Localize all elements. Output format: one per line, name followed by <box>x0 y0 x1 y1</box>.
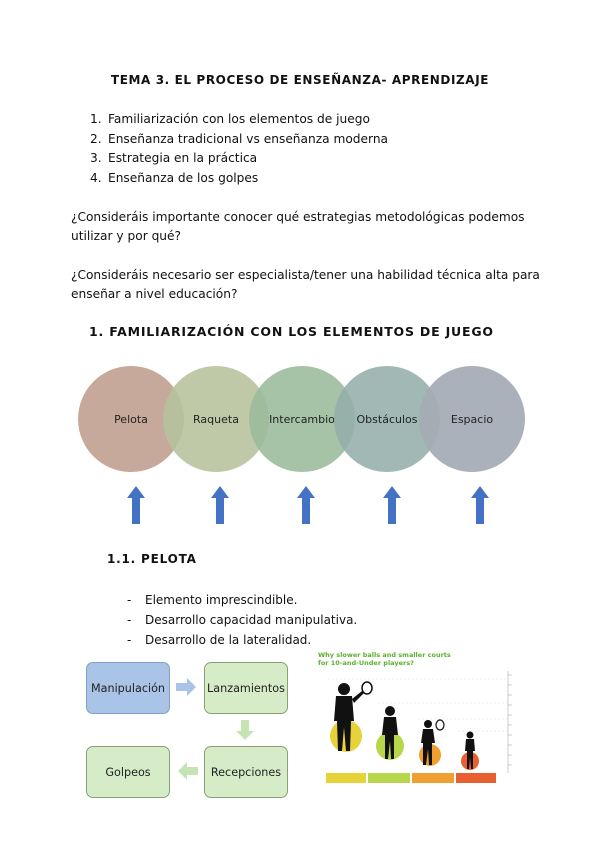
tennis-progression-infographic: Why slower balls and smaller courts for … <box>318 651 531 789</box>
box-recepciones: Recepciones <box>204 746 288 798</box>
left-arrow-icon <box>178 762 198 780</box>
height-scale <box>507 671 512 773</box>
player-silhouettes <box>334 681 475 769</box>
ball-skills-flow-diagram: Manipulación Lanzamientos Recepciones Go… <box>86 662 296 802</box>
toc-item: 4.Enseñanza de los golpes <box>90 170 259 185</box>
bullet-list: -Elemento imprescindible. -Desarrollo ca… <box>127 590 357 650</box>
question-strategies: ¿Consideráis importante conocer qué estr… <box>71 210 525 243</box>
up-arrow-icon <box>471 486 489 524</box>
list-item: -Desarrollo capacidad manipulativa. <box>127 613 358 627</box>
list-item: -Elemento imprescindible. <box>127 593 298 607</box>
page-title: TEMA 3. EL PROCESO DE ENSEÑANZA- APRENDI… <box>110 73 490 87</box>
height-comparison-figure <box>326 671 512 783</box>
toc-item: 2.Enseñanza tradicional vs enseñanza mod… <box>90 131 389 146</box>
box-golpeos: Golpeos <box>86 746 170 798</box>
toc-item: 1.Familiarización con los elementos de j… <box>90 112 370 126</box>
question-specialist: ¿Consideráis necesario ser especialista/… <box>71 268 540 301</box>
up-arrow-icon <box>383 486 401 524</box>
subsection-heading: 1.1. PELOTA <box>107 552 197 566</box>
infographic-title: Why slower balls and smaller courts for … <box>318 651 451 667</box>
list-item: -Desarrollo de la lateralidad. <box>127 633 312 647</box>
elements-venn-diagram: Pelota Raqueta Intercambio Obstáculos Es… <box>78 366 528 476</box>
table-of-contents: 1.Familiarización con los elementos de j… <box>90 110 388 188</box>
right-arrow-icon <box>176 678 196 696</box>
down-arrow-icon <box>236 720 254 740</box>
up-arrow-icon <box>211 486 229 524</box>
up-arrow-icon <box>297 486 315 524</box>
toc-item: 3.Estrategia en la práctica <box>90 151 258 165</box>
circle-espacio: Espacio <box>419 366 525 472</box>
up-arrow-icon <box>127 486 145 524</box>
box-manipulacion: Manipulación <box>86 662 170 714</box>
section-heading: 1. FAMILIARIZACIÓN CON LOS ELEMENTOS DE … <box>89 324 494 339</box>
box-lanzamientos: Lanzamientos <box>204 662 288 714</box>
